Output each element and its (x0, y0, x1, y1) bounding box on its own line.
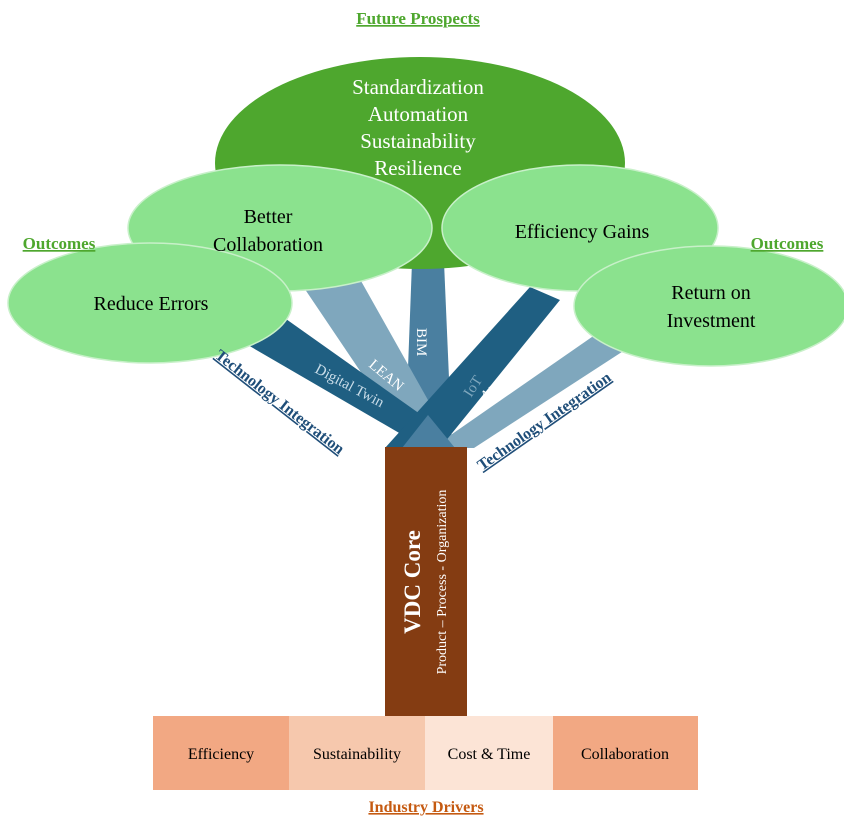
driver-sustainability-box (289, 716, 425, 790)
future-prospects-list: Standardization Automation Sustainabilit… (352, 75, 484, 180)
branch-center-overlap (402, 415, 455, 448)
better-collaboration-label-line2: Collaboration (213, 234, 323, 256)
prospect-resilience: Resilience (374, 156, 461, 180)
driver-cost-time-label: Cost & Time (448, 746, 531, 763)
trunk (385, 447, 467, 717)
reduce-errors-ellipse (7, 242, 293, 364)
prospect-standardization: Standardization (352, 75, 484, 99)
outcomes-heading-right: Outcomes (751, 234, 824, 253)
driver-collaboration-label: Collaboration (581, 746, 669, 763)
driver-collaboration-box (553, 716, 698, 790)
driver-efficiency-label: Efficiency (188, 746, 254, 763)
prospect-automation: Automation (368, 102, 469, 126)
vdc-core-title: VDC Core (400, 530, 425, 634)
return-on-investment-label-line2: Investment (667, 310, 756, 332)
outcomes-heading-left: Outcomes (23, 234, 96, 253)
branch-iot (385, 287, 560, 448)
branch-lean-light (292, 265, 455, 448)
return-on-investment-label-line1: Return on (671, 282, 750, 304)
industry-drivers: Efficiency Sustainability Cost & Time Co… (153, 716, 698, 790)
efficiency-gains-label: Efficiency Gains (515, 221, 650, 243)
vdc-core-subtitle: Product – Process - Organization (435, 490, 450, 675)
future-prospects-heading: Future Prospects (356, 9, 480, 28)
return-on-investment-ellipse (573, 245, 844, 367)
driver-cost-time-box (425, 716, 553, 790)
driver-sustainability-label: Sustainability (313, 746, 401, 763)
better-collaboration-label-line1: Better (244, 206, 293, 228)
prospect-sustainability: Sustainability (360, 129, 476, 153)
bim-label: BIM (413, 328, 429, 356)
industry-drivers-heading: Industry Drivers (368, 799, 483, 816)
reduce-errors-label: Reduce Errors (94, 293, 209, 315)
branches (222, 262, 628, 448)
driver-efficiency-box (153, 716, 289, 790)
branch-ai-ml-light (432, 330, 628, 448)
branch-digital-twin (222, 302, 468, 448)
